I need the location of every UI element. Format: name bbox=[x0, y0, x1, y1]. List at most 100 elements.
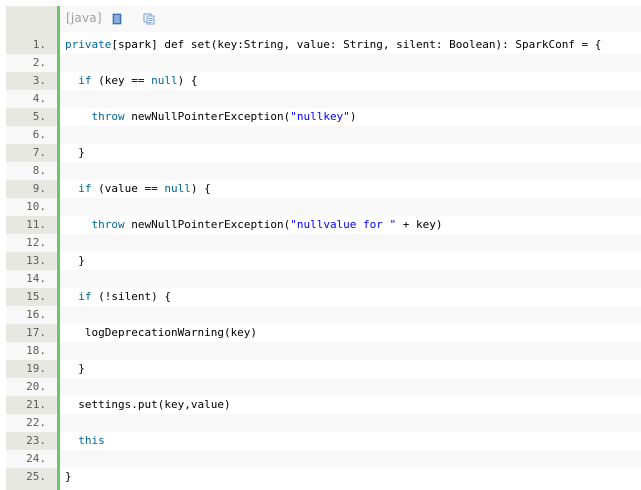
line-number: 16. bbox=[26, 308, 46, 321]
line-number: 3. bbox=[32, 74, 46, 87]
code-line: 22. bbox=[6, 414, 641, 432]
code-token bbox=[65, 434, 78, 447]
code-line: 3. if (key == null) { bbox=[6, 72, 641, 90]
code-line: 18. bbox=[6, 342, 641, 360]
string-token: "nullkey" bbox=[290, 110, 350, 123]
code-line: 6. bbox=[6, 126, 641, 144]
line-number: 9. bbox=[32, 182, 46, 195]
code-text: logDeprecationWarning(key) bbox=[65, 324, 257, 342]
gutter-divider bbox=[57, 6, 60, 490]
code-line: 4. bbox=[6, 90, 641, 108]
language-label: [java] bbox=[66, 11, 102, 25]
code-text: this bbox=[65, 432, 105, 450]
code-text: settings.put(key,value) bbox=[65, 396, 231, 414]
line-number: 21. bbox=[26, 398, 46, 411]
code-token: + key) bbox=[396, 218, 443, 231]
code-token bbox=[65, 218, 92, 231]
line-number: 13. bbox=[26, 254, 46, 267]
line-number: 12. bbox=[26, 236, 46, 249]
keyword-token: this bbox=[78, 434, 105, 447]
keyword-token: null bbox=[151, 74, 178, 87]
copy-icon[interactable] bbox=[143, 13, 155, 25]
code-token bbox=[65, 290, 78, 303]
code-text: if (key == null) { bbox=[65, 72, 197, 90]
code-line: 8. bbox=[6, 162, 641, 180]
code-line: 12. bbox=[6, 234, 641, 252]
line-number: 2. bbox=[32, 56, 46, 69]
code-token: newNullPointerException( bbox=[124, 110, 291, 123]
code-line: 1. private[spark] def set(key:String, val… bbox=[6, 36, 641, 54]
line-number: 18. bbox=[26, 344, 46, 357]
keyword-token: if bbox=[78, 74, 92, 87]
code-token: } bbox=[65, 146, 85, 159]
line-number: 17. bbox=[26, 326, 46, 339]
code-text: private[spark] def set(key:String, value… bbox=[65, 36, 601, 54]
code-token: settings.put(key,value) bbox=[65, 398, 231, 411]
code-token: } bbox=[65, 254, 85, 267]
code-line: 24. bbox=[6, 450, 641, 468]
code-line: 25.} bbox=[6, 468, 641, 486]
code-token: } bbox=[65, 470, 72, 483]
line-number: 4. bbox=[32, 92, 46, 105]
code-line: 14. bbox=[6, 270, 641, 288]
code-block: [java] 1. private[spark] def set(key:Stri… bbox=[6, 6, 641, 490]
code-line: 15. if (!silent) { bbox=[6, 288, 641, 306]
line-number: 1. bbox=[32, 38, 46, 51]
code-token: newNullPointerException( bbox=[124, 218, 291, 231]
code-text: } bbox=[65, 360, 85, 378]
code-line: 21. settings.put(key,value) bbox=[6, 396, 641, 414]
line-number: 15. bbox=[26, 290, 46, 303]
line-number: 8. bbox=[32, 164, 46, 177]
code-text: if (value == null) { bbox=[65, 180, 211, 198]
keyword-token: throw bbox=[91, 218, 125, 231]
keyword-token: if bbox=[78, 182, 92, 195]
view-source-icon[interactable] bbox=[111, 13, 123, 25]
line-number: 10. bbox=[26, 200, 46, 213]
keyword-token: private bbox=[65, 38, 112, 51]
line-number: 20. bbox=[26, 380, 46, 393]
code-line: 11. throw newNullPointerException("nullv… bbox=[6, 216, 641, 234]
keyword-token: null bbox=[164, 182, 191, 195]
line-number: 11. bbox=[26, 218, 46, 231]
code-line: 19. } bbox=[6, 360, 641, 378]
code-token bbox=[65, 74, 78, 87]
code-text: } bbox=[65, 144, 85, 162]
string-token: "nullvalue for " bbox=[290, 218, 397, 231]
code-token bbox=[65, 110, 92, 123]
line-number: 25. bbox=[26, 470, 46, 483]
code-toolbar: [java] bbox=[60, 6, 641, 32]
line-number: 5. bbox=[32, 110, 46, 123]
code-token: ) bbox=[349, 110, 357, 123]
code-text: } bbox=[65, 468, 72, 486]
code-token: ) { bbox=[177, 74, 198, 87]
keyword-token: throw bbox=[91, 110, 125, 123]
code-line: 17. logDeprecationWarning(key) bbox=[6, 324, 641, 342]
code-token: (key == bbox=[91, 74, 152, 87]
code-line: 16. bbox=[6, 306, 641, 324]
code-line: 10. bbox=[6, 198, 641, 216]
line-number: 24. bbox=[26, 452, 46, 465]
line-number: 7. bbox=[32, 146, 46, 159]
code-text: throw newNullPointerException("nullkey") bbox=[65, 108, 357, 126]
code-text: throw newNullPointerException("nullvalue… bbox=[65, 216, 443, 234]
code-line: 9. if (value == null) { bbox=[6, 180, 641, 198]
code-text: } bbox=[65, 252, 85, 270]
line-number: 22. bbox=[26, 416, 46, 429]
code-token: ) { bbox=[190, 182, 211, 195]
code-token: [spark] def set(key:String, value: Strin… bbox=[111, 38, 602, 51]
code-line: 5. throw newNullPointerException("nullke… bbox=[6, 108, 641, 126]
code-text: if (!silent) { bbox=[65, 288, 171, 306]
code-token: (!silent) { bbox=[91, 290, 171, 303]
line-number: 14. bbox=[26, 272, 46, 285]
code-line: 7. } bbox=[6, 144, 641, 162]
line-number: 6. bbox=[32, 128, 46, 141]
keyword-token: if bbox=[78, 290, 92, 303]
line-number: 19. bbox=[26, 362, 46, 375]
code-token: logDeprecationWarning(key) bbox=[65, 326, 258, 339]
line-number: 23. bbox=[26, 434, 46, 447]
code-line: 23. this bbox=[6, 432, 641, 450]
code-line: 2. bbox=[6, 54, 641, 72]
code-token: (value == bbox=[91, 182, 165, 195]
code-line: 13. } bbox=[6, 252, 641, 270]
code-line: 20. bbox=[6, 378, 641, 396]
